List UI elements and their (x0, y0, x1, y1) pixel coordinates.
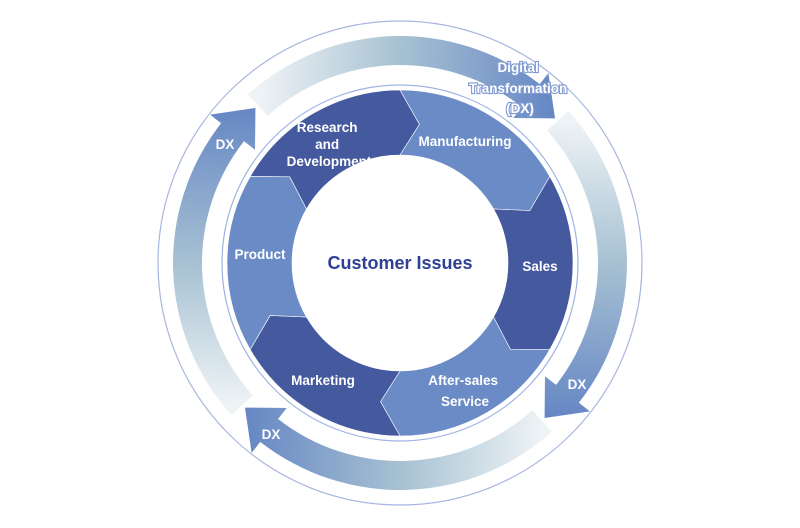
dx-arrow-bottom (244, 407, 552, 490)
process-segments (226, 89, 574, 437)
dx-label-right: DX (568, 377, 587, 392)
center-label: Customer Issues (327, 253, 472, 273)
segment-label-sales: Sales (522, 259, 557, 274)
center-circle (292, 155, 508, 371)
segment-label-manufacturing: Manufacturing (419, 134, 512, 149)
dx-label-bottom: DX (262, 427, 281, 442)
dx-arrows (173, 36, 627, 490)
outer-ring-outline (157, 20, 643, 506)
digital-transformation-label: Digital Transformation (DX) (469, 60, 571, 116)
dx-arrow-right (544, 111, 627, 419)
dx-arrow-left (173, 107, 256, 415)
dx-arrow-top (248, 36, 556, 119)
dx-label-left: DX (216, 137, 235, 152)
segment-label-marketing: Marketing (291, 373, 355, 388)
segment-label-rnd: Research and Development (287, 120, 372, 169)
segment-label-product: Product (234, 247, 286, 262)
segment-label-after-sales: After-sales Service (428, 373, 502, 409)
